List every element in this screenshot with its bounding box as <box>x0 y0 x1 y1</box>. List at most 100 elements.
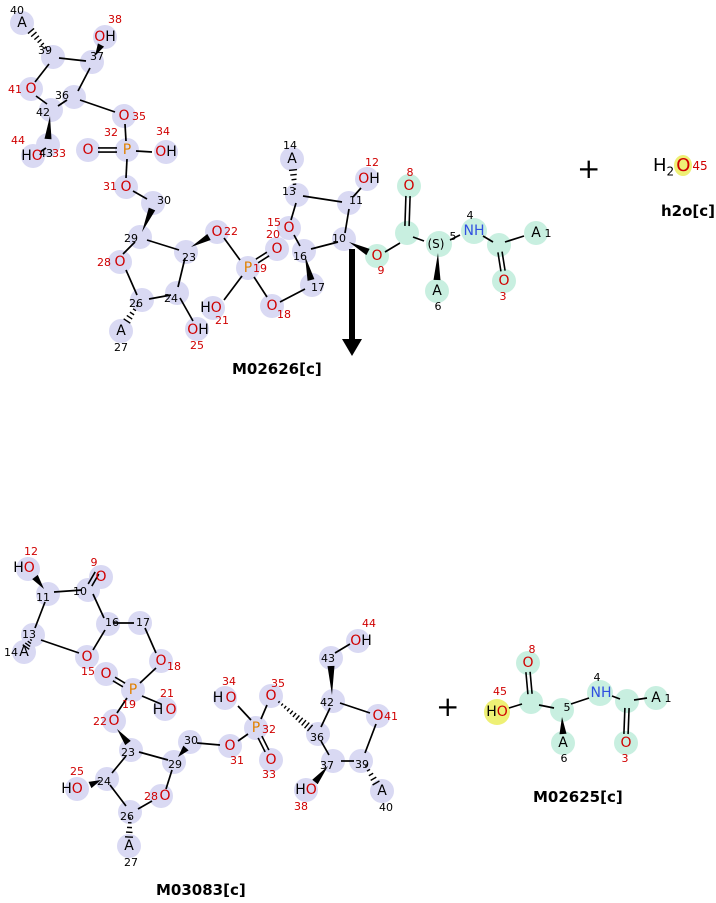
svg-text:A: A <box>377 783 387 799</box>
svg-text:32: 32 <box>262 723 276 736</box>
svg-text:HO: HO <box>295 782 317 798</box>
svg-text:HO: HO <box>61 781 83 797</box>
svg-text:O: O <box>522 655 533 671</box>
svg-text:O: O <box>25 81 36 97</box>
svg-text:12: 12 <box>365 156 379 169</box>
svg-text:43: 43 <box>321 652 335 665</box>
svg-text:13: 13 <box>282 185 296 198</box>
water-subscript: 2 <box>666 164 675 179</box>
svg-text:44: 44 <box>362 617 376 630</box>
water-h: H <box>653 155 667 176</box>
svg-text:33: 33 <box>52 147 66 160</box>
svg-text:40: 40 <box>10 4 24 17</box>
svg-text:38: 38 <box>294 800 308 813</box>
svg-text:O: O <box>108 713 119 729</box>
svg-text:OH: OH <box>187 322 209 338</box>
svg-text:26: 26 <box>120 810 134 823</box>
svg-text:H: H <box>153 702 164 718</box>
svg-text:O: O <box>371 248 382 264</box>
svg-text:O: O <box>81 649 92 665</box>
svg-text:36: 36 <box>310 731 324 744</box>
svg-text:10: 10 <box>332 232 346 245</box>
svg-text:HO: HO <box>21 148 43 164</box>
svg-text:A: A <box>432 283 442 299</box>
svg-text:11: 11 <box>36 591 50 604</box>
svg-text:4: 4 <box>467 209 474 222</box>
svg-text:34: 34 <box>156 125 170 138</box>
svg-text:O: O <box>265 688 276 704</box>
svg-text:39: 39 <box>38 44 52 57</box>
svg-text:22: 22 <box>93 715 107 728</box>
svg-text:HO: HO <box>13 560 35 576</box>
svg-text:44: 44 <box>11 134 25 147</box>
svg-text:O: O <box>120 179 131 195</box>
svg-text:H: H <box>213 690 224 706</box>
svg-text:39: 39 <box>355 758 369 771</box>
svg-text:28: 28 <box>97 256 111 269</box>
svg-text:31: 31 <box>103 180 117 193</box>
svg-text:O: O <box>155 653 166 669</box>
svg-text:HO: HO <box>200 300 222 316</box>
plus-sign-bottom: + <box>436 690 460 723</box>
molecule-label-m02625: M02625[c] <box>533 788 623 806</box>
svg-text:A: A <box>19 644 29 660</box>
svg-text:25: 25 <box>70 765 84 778</box>
svg-text:16: 16 <box>293 250 307 263</box>
svg-text:O: O <box>211 224 222 240</box>
svg-text:O: O <box>165 702 176 718</box>
svg-text:1: 1 <box>545 227 552 240</box>
svg-text:30: 30 <box>157 194 171 207</box>
svg-text:17: 17 <box>311 281 325 294</box>
svg-text:12: 12 <box>24 545 38 558</box>
svg-text:16: 16 <box>105 616 119 629</box>
svg-text:O: O <box>271 241 282 257</box>
svg-text:OH: OH <box>350 633 372 649</box>
svg-text:A: A <box>287 151 297 167</box>
svg-text:15: 15 <box>81 665 95 678</box>
svg-text:HO: HO <box>486 704 508 720</box>
svg-text:28: 28 <box>144 790 158 803</box>
svg-text:O: O <box>224 738 235 754</box>
water-atom-index: 45 <box>692 159 708 173</box>
svg-text:1: 1 <box>665 692 672 705</box>
svg-text:29: 29 <box>124 232 138 245</box>
svg-text:O: O <box>159 788 170 804</box>
svg-text:30: 30 <box>184 734 198 747</box>
svg-text:23: 23 <box>182 251 196 264</box>
svg-text:45: 45 <box>493 685 507 698</box>
svg-text:36: 36 <box>55 89 69 102</box>
svg-text:10: 10 <box>73 585 87 598</box>
svg-text:3: 3 <box>500 290 507 303</box>
svg-text:32: 32 <box>104 126 118 139</box>
svg-text:27: 27 <box>124 856 138 869</box>
svg-text:OH: OH <box>155 144 177 160</box>
svg-text:O: O <box>620 735 631 751</box>
svg-text:21: 21 <box>160 687 174 700</box>
svg-text:40: 40 <box>379 801 393 814</box>
svg-text:4: 4 <box>594 671 601 684</box>
svg-text:O: O <box>114 254 125 270</box>
svg-text:A: A <box>17 15 27 31</box>
svg-text:O: O <box>100 666 111 682</box>
svg-text:O: O <box>403 178 414 194</box>
svg-text:P: P <box>129 682 137 698</box>
svg-text:41: 41 <box>8 83 22 96</box>
svg-text:5: 5 <box>450 230 457 243</box>
svg-text:O: O <box>95 569 106 585</box>
svg-text:P: P <box>123 142 131 158</box>
water-oxygen: O <box>674 155 693 176</box>
svg-text:O: O <box>372 708 383 724</box>
svg-text:31: 31 <box>230 754 244 767</box>
svg-text:A: A <box>531 225 541 241</box>
svg-text:11: 11 <box>349 194 363 207</box>
svg-text:NH: NH <box>590 685 611 701</box>
svg-text:P: P <box>252 720 260 736</box>
molecule-label-m02626: M02626[c] <box>232 360 322 378</box>
svg-text:26: 26 <box>129 297 143 310</box>
svg-text:3: 3 <box>622 752 629 765</box>
svg-text:25: 25 <box>190 339 204 352</box>
svg-text:14: 14 <box>4 646 18 659</box>
